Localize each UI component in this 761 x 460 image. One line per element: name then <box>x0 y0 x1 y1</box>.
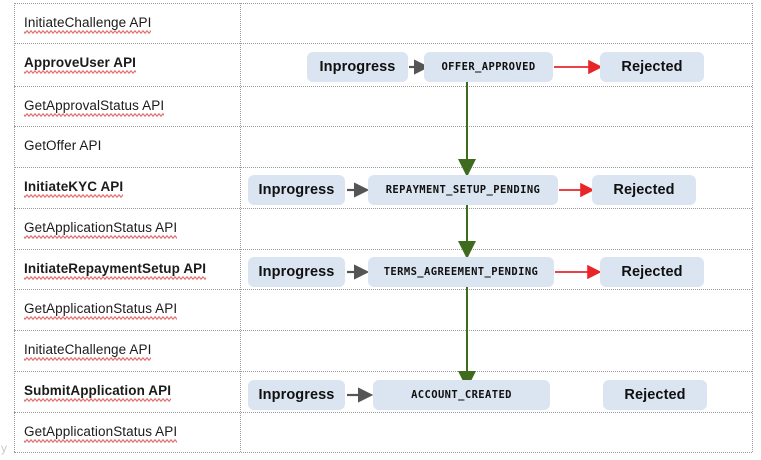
step-arrow <box>347 264 370 280</box>
grid-row-divider <box>14 330 752 331</box>
api-name-label: GetOffer API <box>24 137 102 153</box>
state-node-label: Rejected <box>613 181 675 198</box>
api-row: SubmitApplication API <box>14 371 240 411</box>
api-row: ApproveUser API <box>14 43 240 83</box>
api-name-label: GetApplicationStatus API <box>24 219 178 240</box>
state-node-label: OFFER_APPROVED <box>441 60 536 73</box>
step-arrow <box>347 387 374 403</box>
grid-row-divider <box>14 43 752 44</box>
api-row: GetApplicationStatus API <box>14 208 240 248</box>
state-node-current[interactable]: ACCOUNT_CREATED <box>373 380 550 410</box>
flow-arrow-vertical <box>455 76 481 389</box>
state-node-start[interactable]: Inprogress <box>248 380 345 410</box>
reject-arrow <box>555 264 602 280</box>
grid-row-divider <box>14 167 752 168</box>
state-node-label: TERMS_AGREEMENT_PENDING <box>383 265 539 278</box>
state-node-start[interactable]: Inprogress <box>248 257 345 287</box>
grid-row-divider <box>14 412 752 413</box>
api-row: InitiateRepaymentSetup API <box>14 249 240 289</box>
grid-row-divider <box>14 289 752 290</box>
state-node-current[interactable]: REPAYMENT_SETUP_PENDING <box>368 175 558 205</box>
api-row: GetApplicationStatus API <box>14 412 240 452</box>
state-node-start[interactable]: Inprogress <box>248 175 345 205</box>
api-row: GetOffer API <box>14 126 240 166</box>
grid-row-divider <box>14 452 752 453</box>
grid-column-divider-middle <box>240 3 241 452</box>
api-name-label: InitiateChallenge API <box>24 14 152 35</box>
state-node-label: Inprogress <box>258 181 335 198</box>
state-node-label: Inprogress <box>258 263 335 280</box>
state-node-label: Inprogress <box>258 386 335 403</box>
state-node-label: Inprogress <box>319 58 396 75</box>
state-node-rejected[interactable]: Rejected <box>592 175 696 205</box>
state-node-label: Rejected <box>624 386 686 403</box>
api-name-label: GetApprovalStatus API <box>24 97 165 118</box>
grid-row-divider <box>14 3 752 4</box>
api-row: GetApplicationStatus API <box>14 289 240 329</box>
api-row: InitiateChallenge API <box>14 330 240 370</box>
state-node-current[interactable]: TERMS_AGREEMENT_PENDING <box>368 257 554 287</box>
state-node-current[interactable]: OFFER_APPROVED <box>424 52 553 82</box>
grid-row-divider <box>14 126 752 127</box>
state-node-label: REPAYMENT_SETUP_PENDING <box>385 183 541 196</box>
grid-row-divider <box>14 86 752 87</box>
api-name-label: GetApplicationStatus API <box>24 423 178 444</box>
api-name-label: ApproveUser API <box>24 54 137 75</box>
state-node-rejected[interactable]: Rejected <box>600 257 704 287</box>
state-node-start[interactable]: Inprogress <box>307 52 408 82</box>
step-arrow <box>347 182 370 198</box>
grid-column-divider-left <box>14 3 15 452</box>
api-name-label: GetApplicationStatus API <box>24 300 178 321</box>
step-arrow <box>409 59 430 75</box>
grid-column-divider-right <box>752 3 753 452</box>
grid-row-divider <box>14 208 752 209</box>
api-name-label: SubmitApplication API <box>24 382 172 403</box>
api-row: GetApprovalStatus API <box>14 86 240 126</box>
api-row: InitiateKYC API <box>14 167 240 207</box>
state-node-label: Rejected <box>621 263 683 280</box>
api-name-label: InitiateChallenge API <box>24 341 152 362</box>
state-node-label: ACCOUNT_CREATED <box>411 388 512 401</box>
state-node-label: Rejected <box>621 58 683 75</box>
state-node-rejected[interactable]: Rejected <box>603 380 707 410</box>
grid-row-divider <box>14 249 752 250</box>
api-name-label: InitiateKYC API <box>24 178 124 199</box>
api-name-label: InitiateRepaymentSetup API <box>24 260 207 281</box>
reject-arrow <box>554 59 603 75</box>
state-node-rejected[interactable]: Rejected <box>600 52 704 82</box>
api-row: InitiateChallenge API <box>14 3 240 43</box>
grid-row-divider <box>14 371 752 372</box>
reject-arrow <box>559 182 595 198</box>
stray-glyph-artifact: y <box>1 441 7 455</box>
